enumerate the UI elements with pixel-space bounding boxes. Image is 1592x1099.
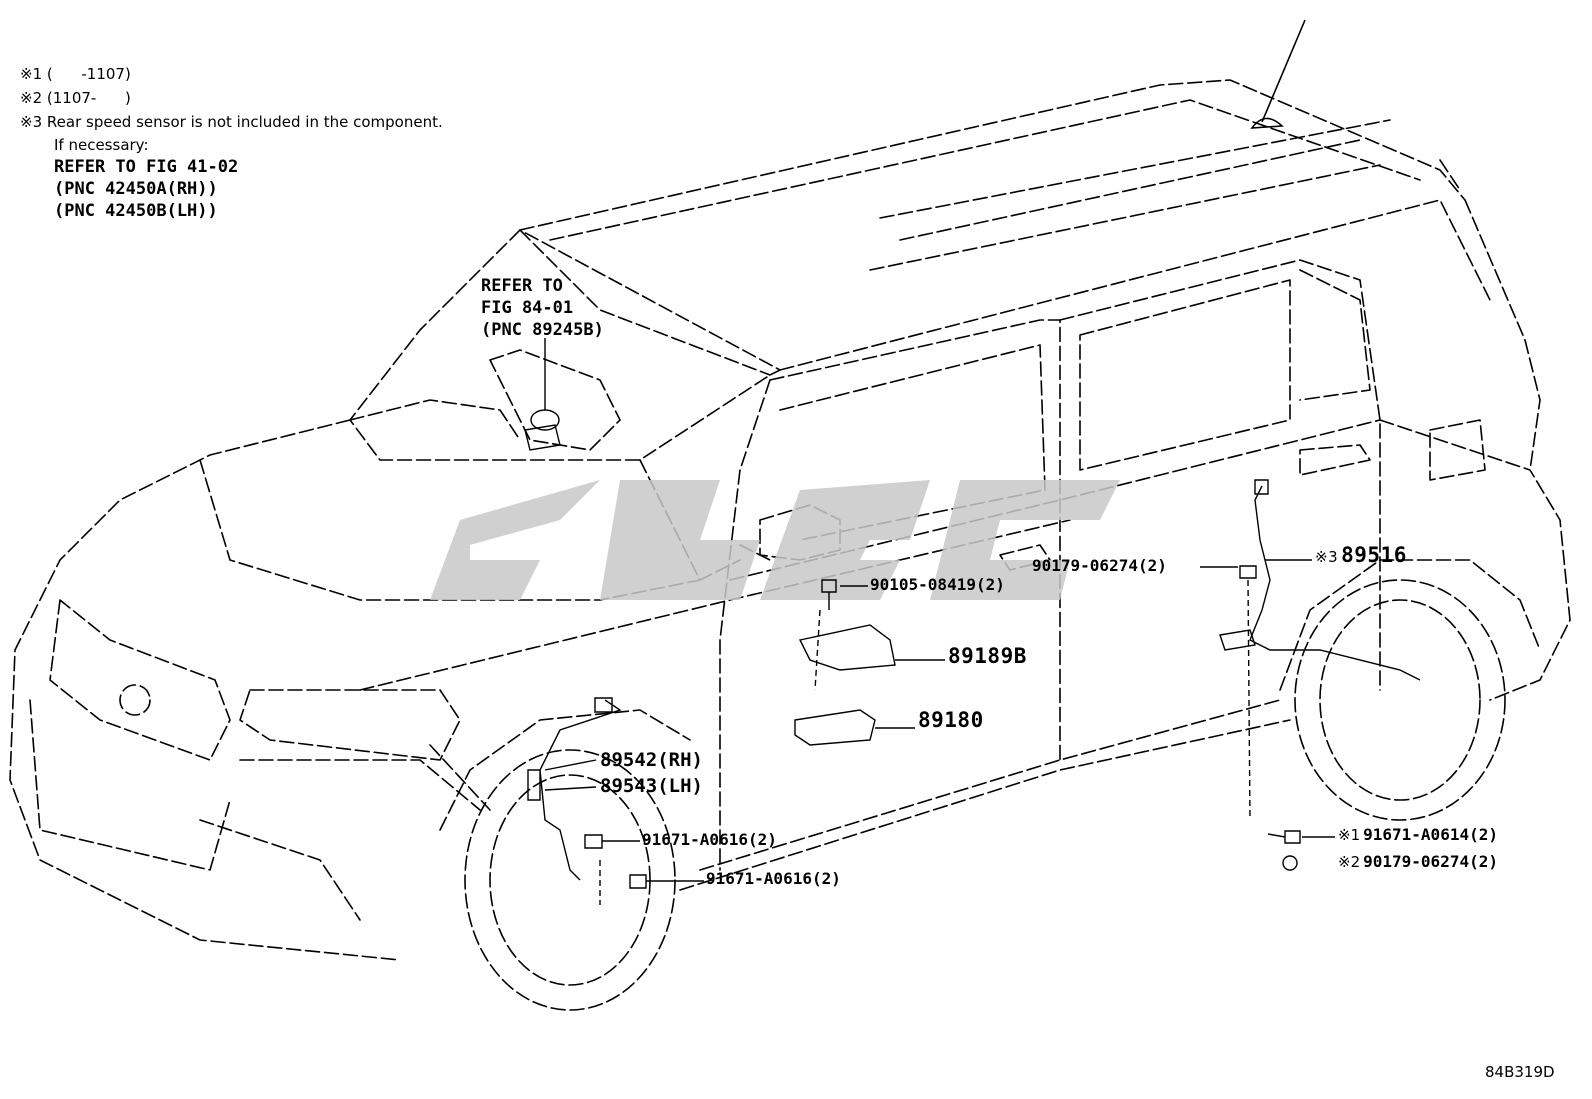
note-3-text: Rear speed sensor is not included in the…	[46, 113, 443, 131]
note-3-mark: ※3	[20, 113, 43, 131]
hood	[9, 419, 401, 961]
callout-89180[interactable]: 89180	[918, 708, 984, 732]
roof-rear-edge	[1464, 199, 1541, 471]
callout-89189B[interactable]: 89189B	[948, 644, 1027, 668]
belt-line	[729, 419, 1381, 581]
side-sill	[679, 719, 1291, 891]
callout-90179-rear-part: 90179-06274(2)	[1363, 852, 1498, 871]
roof-outline	[519, 79, 1466, 231]
note-3: ※3 Rear speed sensor is not included in …	[20, 110, 443, 134]
note-2: ※2 (1107- )	[20, 86, 131, 110]
grille	[49, 599, 231, 761]
callout-89542[interactable]: 89542(RH)	[600, 749, 703, 771]
callout-89516-part: 89516	[1341, 543, 1407, 567]
callout-90179-upper[interactable]: 90179-06274(2)	[1032, 556, 1167, 575]
figure-id: 84B319D	[1485, 1063, 1555, 1081]
callout-91671-rear-part: 91671-A0614(2)	[1363, 825, 1498, 844]
front-wheel	[464, 749, 676, 1011]
callout-91671-a[interactable]: 91671-A0616(2)	[642, 830, 777, 849]
antenna	[1261, 19, 1306, 123]
windshield	[349, 229, 781, 461]
callout-91671-b[interactable]: 91671-A0616(2)	[706, 869, 841, 888]
yaw-sensor-part	[524, 424, 561, 451]
note-2-text: (1107- )	[46, 89, 131, 107]
refer-fig-41-02[interactable]: REFER TO FIG 41-02	[54, 157, 239, 177]
refer-pnc-42450b: (PNC 42450B(LH))	[54, 201, 218, 221]
headlight	[239, 689, 461, 761]
note-1-mark: ※1	[20, 65, 43, 83]
refer-to-label[interactable]: REFER TO	[481, 276, 563, 296]
steering-wheel	[489, 349, 621, 451]
note-1: ※1 ( -1107)	[20, 62, 131, 86]
callout-90179-rear-mark: ※2	[1338, 853, 1361, 871]
callout-91671-rear-mark: ※1	[1338, 826, 1361, 844]
callout-89543[interactable]: 89543(LH)	[600, 775, 703, 797]
front-speed-sensor-wire	[539, 699, 622, 881]
rear-door	[1059, 259, 1381, 691]
watermark	[430, 480, 1120, 600]
refer-fig-84-01: FIG 84-01	[481, 298, 574, 318]
bracket-89189B	[798, 624, 896, 671]
note-2-mark: ※2	[20, 89, 43, 107]
note-1-text: ( -1107)	[46, 65, 131, 83]
refer-pnc-89245b: (PNC 89245B)	[481, 320, 604, 340]
refer-pnc-42450a: (PNC 42450A(RH))	[54, 179, 218, 199]
rear-speed-sensor-wire	[1249, 485, 1421, 681]
callout-89516-mark: ※3	[1315, 548, 1339, 566]
module-89180	[794, 709, 876, 746]
callout-90105[interactable]: 90105-08419(2)	[870, 575, 1005, 594]
front-door	[769, 319, 1061, 761]
note-3-sub: If necessary:	[54, 136, 149, 154]
rear-wheel	[1294, 579, 1506, 821]
